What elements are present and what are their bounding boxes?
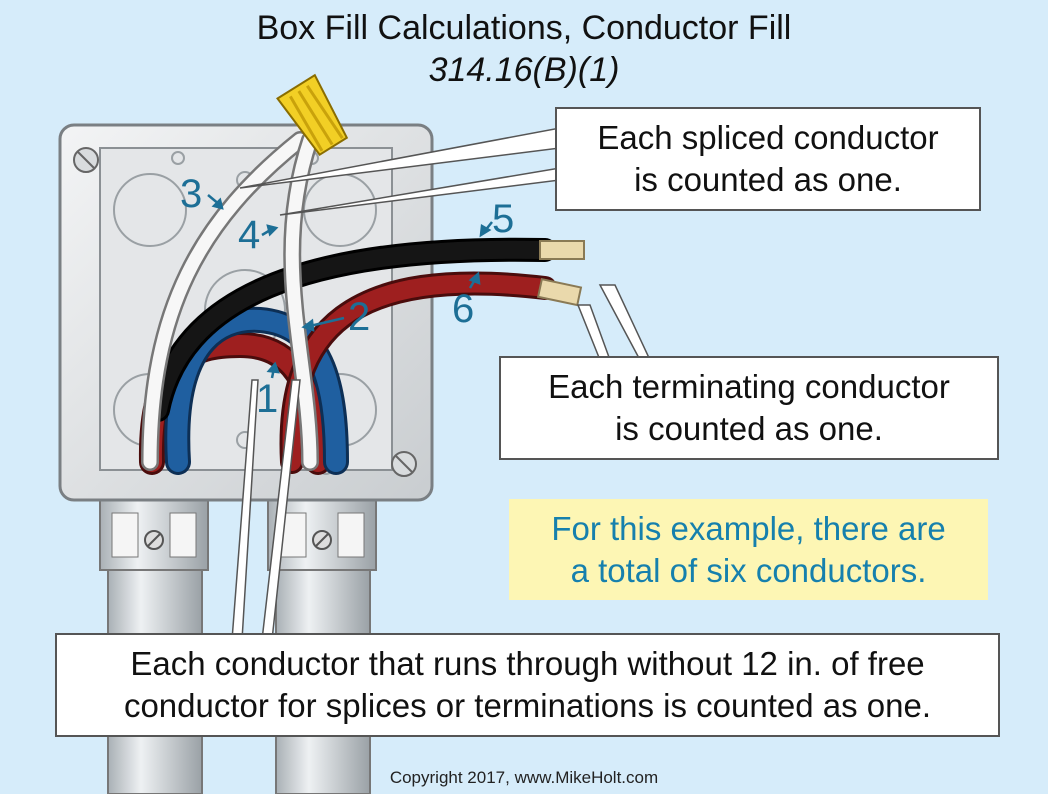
total-note-line-2: a total of six conductors. <box>570 551 927 589</box>
label-1: 1 <box>256 377 278 421</box>
callout-spliced-line-1: Each spliced conductor <box>597 119 939 156</box>
callout-terminating-line-2: is counted as one. <box>615 410 883 447</box>
stripped-ends <box>536 240 585 307</box>
label-4: 4 <box>238 213 260 257</box>
label-6: 6 <box>452 287 474 331</box>
callout-running: Each conductor that runs through without… <box>55 633 1000 737</box>
box-screws <box>73 147 417 477</box>
leader-lines <box>231 127 652 641</box>
callout-spliced-line-2: is counted as one. <box>634 161 902 198</box>
label-2: 2 <box>348 295 370 339</box>
conductor-labels: 3 4 5 6 2 1 <box>180 172 514 421</box>
page-title: Box Fill Calculations, Conductor Fill <box>256 9 792 47</box>
callout-terminating: Each terminating conductor is counted as… <box>499 356 999 460</box>
wire-nut <box>276 73 349 157</box>
callout-running-line-1: Each conductor that runs through without… <box>130 645 925 682</box>
copyright: Copyright 2017, www.MikeHolt.com <box>389 768 659 787</box>
total-note-line-1: For this example, there are <box>551 509 946 547</box>
page-subtitle: 314.16(B)(1) <box>428 51 620 89</box>
label-arrows <box>207 194 493 379</box>
label-5: 5 <box>492 197 514 241</box>
callout-terminating-line-1: Each terminating conductor <box>548 368 950 405</box>
callout-spliced: Each spliced conductor is counted as one… <box>555 107 981 211</box>
total-note: For this example, there are a total of s… <box>509 499 988 600</box>
label-3: 3 <box>180 172 202 216</box>
callout-running-line-2: conductor for splices or terminations is… <box>123 687 932 724</box>
